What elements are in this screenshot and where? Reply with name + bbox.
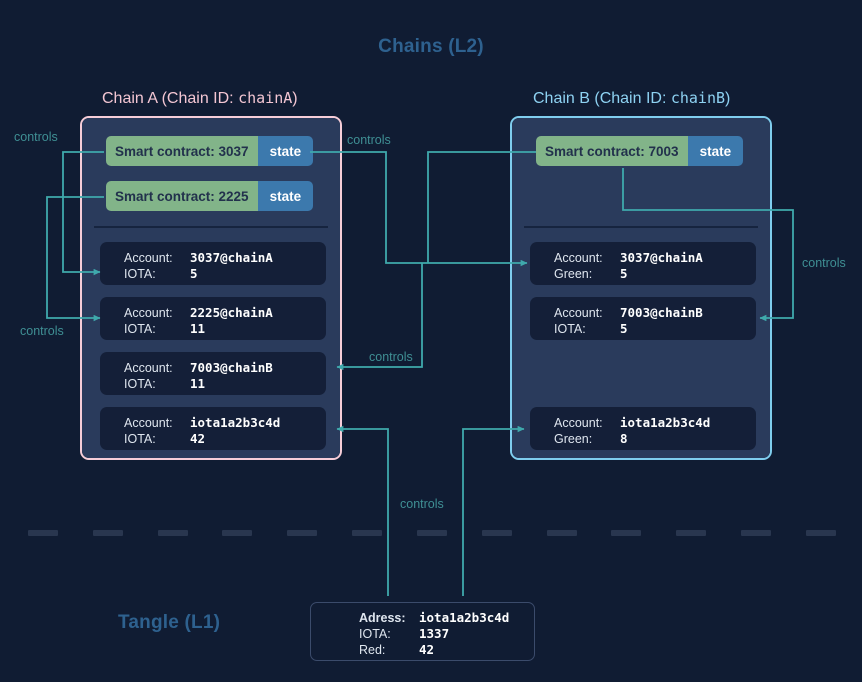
separator-dash [546,530,577,536]
chain-a-account-2225: Account: 2225@chainA IOTA: 11 [100,297,326,340]
balance-value: 11 [190,321,206,336]
balance-key: IOTA: [124,267,156,281]
chain-b-account-iota: Account: iota1a2b3c4d Green: 8 [530,407,756,450]
red-balance-value: 42 [419,642,435,657]
balance-value: 8 [620,431,628,446]
contract-name-label: Smart contract: 3037 [106,136,258,166]
account-value: 3037@chainA [190,250,273,265]
account-value: 7003@chainB [620,305,703,320]
separator-dash [222,530,253,536]
chain-b-title: Chain B (Chain ID: chainB) [533,89,731,107]
chain-b-panel: Smart contract: 7003 state Account: 3037… [512,118,770,458]
chain-a-zone-divider [94,226,328,228]
layer1-heading: Tangle (L1) [118,612,221,633]
iota-balance-key: IOTA: [359,627,391,641]
wire-label-controls: controls [20,324,64,338]
separator-dash [676,530,707,536]
separator-dash [416,530,447,536]
wire-tangle-to-chaina-accountiota [336,425,389,596]
separator-dash [481,530,512,536]
wire-label-controls: controls [802,256,846,270]
balance-value: 42 [190,431,206,446]
account-value: 2225@chainA [190,305,273,320]
chain-a-contract-2225[interactable]: Smart contract: 2225 state [106,181,314,211]
contract-state-badge[interactable]: state [687,136,744,166]
contract-name-label: Smart contract: 2225 [106,181,258,211]
separator-dash [611,530,642,536]
account-value: 7003@chainB [190,360,273,375]
account-value: iota1a2b3c4d [620,415,711,430]
account-key: Account: [124,416,173,430]
separator-dash [352,530,383,536]
address-key: Adress: [359,611,406,625]
chain-b-zone-divider [524,226,758,228]
chain-b-account-3037: Account: 3037@chainA Green: 5 [530,242,756,285]
chain-a-title: Chain A (Chain ID: chainA) [102,89,298,107]
chain-a-account-iota: Account: iota1a2b3c4d IOTA: 42 [100,407,326,450]
contract-state-badge[interactable]: state [257,181,314,211]
wire-label-controls: controls [400,497,444,511]
separator-dash [805,530,836,536]
account-value: iota1a2b3c4d [190,415,281,430]
account-key: Account: [124,306,173,320]
separator-dash [92,530,123,536]
balance-key: IOTA: [124,432,156,446]
chain-b-contract-7003[interactable]: Smart contract: 7003 state [536,136,744,166]
separator-dash [157,530,188,536]
layer2-heading: Chains (L2) [378,36,484,57]
wire-label-controls: controls [347,133,391,147]
chain-a-panel: Smart contract: 3037 state Smart contrac… [82,118,340,458]
layer-separator [28,530,836,536]
chain-b-frame: Smart contract: 7003 state Account: 3037… [510,116,772,460]
balance-value: 5 [620,266,628,281]
address-value: iota1a2b3c4d [419,610,510,625]
chain-a-frame: Smart contract: 3037 state Smart contrac… [80,116,342,460]
chain-a-contract-3037[interactable]: Smart contract: 3037 state [106,136,314,166]
balance-key: IOTA: [124,322,156,336]
red-balance-key: Red: [359,643,386,657]
balance-key: IOTA: [124,377,156,391]
account-key: Account: [124,251,173,265]
tangle-address-card: Adress: iota1a2b3c4d IOTA: 1337 Red: 42 [310,602,535,661]
separator-dash [287,530,318,536]
wire-a-contract3037-to-chainb-account [310,151,528,267]
chain-a-account-7003: Account: 7003@chainB IOTA: 11 [100,352,326,395]
wire-label-controls: controls [14,130,58,144]
balance-key: IOTA: [554,322,586,336]
contract-state-badge[interactable]: state [257,136,314,166]
wire-label-controls: controls [369,350,413,364]
balance-value: 5 [620,321,628,336]
account-key: Account: [554,306,603,320]
separator-dash [741,530,772,536]
balance-key: Green: [554,267,593,281]
account-value: 3037@chainA [620,250,703,265]
chain-a-account-3037: Account: 3037@chainA IOTA: 5 [100,242,326,285]
chain-b-account-7003-acct: Account: 7003@chainB IOTA: 5 [530,297,756,340]
balance-key: Green: [554,432,593,446]
account-key: Account: [124,361,173,375]
account-key: Account: [554,416,603,430]
contract-name-label: Smart contract: 7003 [536,136,688,166]
account-key: Account: [554,251,603,265]
balance-value: 11 [190,376,206,391]
separator-dash [28,530,58,536]
balance-value: 5 [190,266,198,281]
iota-balance-value: 1337 [419,626,450,641]
